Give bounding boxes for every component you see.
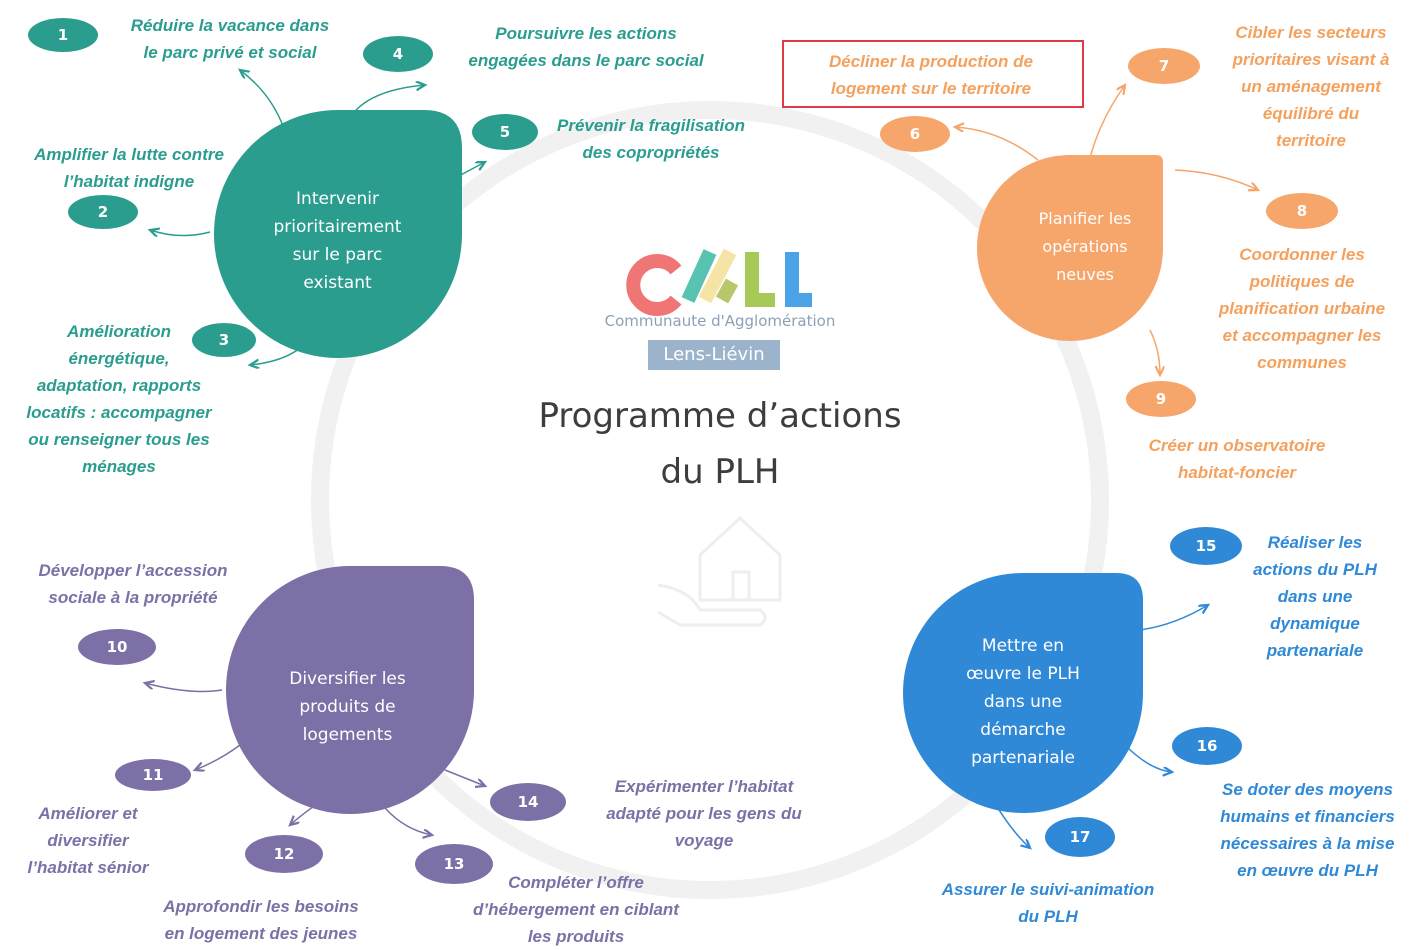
action-badge-5: 5 bbox=[472, 114, 538, 150]
action-label-4: Poursuivre les actions engagées dans le … bbox=[468, 24, 704, 70]
petal-orange bbox=[977, 155, 1163, 341]
theme-partnership: Mettre en œuvre le PLH dans une démarche… bbox=[966, 636, 1080, 768]
action-label-15: Réaliser les actions du PLH dans une dyn… bbox=[1253, 533, 1377, 660]
house-hand-icon bbox=[657, 515, 782, 627]
logo-subtitle: Communaute d'Agglomération bbox=[604, 312, 836, 330]
action-badge-4: 4 bbox=[363, 36, 433, 72]
action-badge-6: 6 bbox=[880, 116, 950, 152]
action-label-13: Compléter l’offre d’hébergement en cibla… bbox=[473, 873, 679, 946]
action-badge-9: 9 bbox=[1126, 381, 1196, 417]
action-badge-2: 2 bbox=[68, 195, 138, 229]
action-label-17: Assurer le suivi-animation du PLH bbox=[941, 880, 1155, 926]
action-label-8: Coordonner les politiques de planificati… bbox=[1218, 245, 1386, 372]
action-badge-11: 11 bbox=[115, 759, 191, 791]
action-label-2: Amplifier la lutte contre l’habitat indi… bbox=[34, 145, 224, 191]
highlight-box-action-6 bbox=[782, 40, 1084, 108]
logo-city: Lens-Liévin bbox=[648, 340, 780, 370]
call-logo bbox=[626, 248, 812, 316]
action-badge-8: 8 bbox=[1266, 193, 1338, 229]
action-label-6: Décliner la production de logement sur l… bbox=[828, 52, 1034, 98]
diagram-title: Programme d’actions du PLH bbox=[538, 396, 902, 492]
action-badge-16: 16 bbox=[1172, 727, 1242, 765]
theme-existing-stock: Intervenir prioritairement sur le parc e… bbox=[273, 189, 402, 293]
petal-teal bbox=[214, 110, 462, 358]
action-badge-15: 15 bbox=[1170, 527, 1242, 565]
petal-blue bbox=[903, 573, 1143, 813]
action-badge-14: 14 bbox=[490, 783, 566, 821]
petal-purple bbox=[226, 566, 474, 814]
action-badge-12: 12 bbox=[245, 835, 323, 873]
action-label-11: Améliorer et diversifier l’habitat sénio… bbox=[27, 804, 149, 877]
action-badge-3: 3 bbox=[192, 323, 256, 357]
action-label-3: Amélioration énergétique, adaptation, ra… bbox=[26, 322, 212, 476]
action-badge-17: 17 bbox=[1045, 817, 1115, 857]
theme-new-operations: Planifier les opérations neuves bbox=[1038, 209, 1132, 284]
action-label-1: Réduire la vacance dans le parc privé et… bbox=[130, 16, 330, 62]
action-badge-1: 1 bbox=[28, 18, 98, 52]
action-label-9: Créer un observatoire habitat-foncier bbox=[1148, 436, 1326, 482]
background-ring bbox=[311, 101, 1109, 899]
action-badge-13: 13 bbox=[415, 844, 493, 884]
action-label-14: Expérimenter l’habitat adapté pour les g… bbox=[606, 777, 802, 850]
action-badge-10: 10 bbox=[78, 629, 156, 665]
action-label-12: Approfondir les besoins en logement des … bbox=[163, 897, 359, 943]
action-label-10: Développer l’accession sociale à la prop… bbox=[38, 561, 228, 607]
action-label-5: Prévenir la fragilisation des copropriét… bbox=[556, 116, 745, 162]
action-badge-7: 7 bbox=[1128, 48, 1200, 84]
action-label-7: Cibler les secteurs prioritaires visant … bbox=[1232, 23, 1390, 150]
action-label-16: Se doter des moyens humains et financier… bbox=[1220, 780, 1395, 880]
theme-diversify-products: Diversifier les produits de logements bbox=[289, 669, 406, 745]
